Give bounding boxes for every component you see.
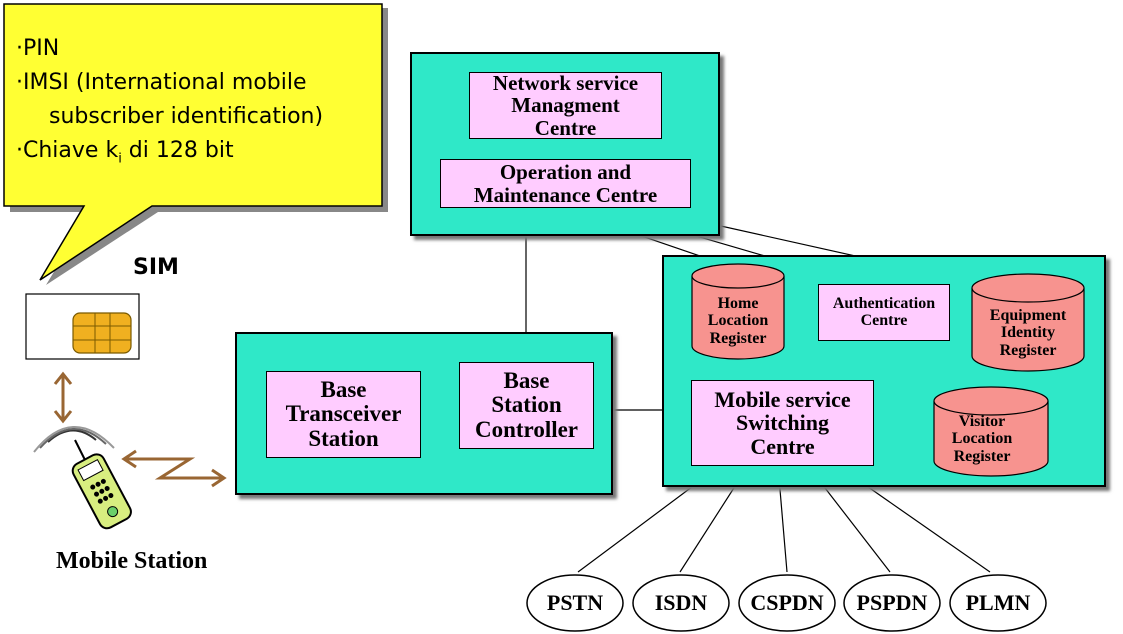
omc-line1: Operation and: [499, 160, 632, 185]
eir-line1: Equipment: [989, 307, 1067, 324]
nms-line1: Network service: [492, 71, 639, 96]
visitor-location-register: Visitor Location Register: [932, 413, 1032, 465]
sim-label: SIM: [133, 255, 179, 280]
callout-line-imsi-cont: subscriber identification): [49, 104, 324, 130]
nms-line3: Centre: [534, 115, 597, 140]
network-plmn: PLMN: [965, 590, 1031, 615]
auc-line2: Centre: [860, 311, 908, 329]
msc-line1: Mobile service: [714, 387, 851, 413]
nms-line2: Managment: [511, 93, 620, 118]
mobile-station-label: Mobile Station: [56, 548, 208, 574]
callout-key-rest: di 128 bit: [121, 138, 234, 164]
home-location-register-cylinder: [691, 263, 785, 360]
callout-key-subscript: i: [118, 151, 122, 167]
hlr-line3: Register: [709, 329, 767, 347]
bts-line2: Transceiver: [285, 401, 402, 427]
sim-chip-icon: [72, 312, 132, 354]
bsc-line3: Controller: [474, 416, 579, 442]
mobile-phone-icon: [33, 426, 132, 530]
eir-line2: Identity: [1000, 324, 1056, 342]
sim-phone-arrow-icon: [53, 371, 73, 424]
network-ellipse-isdn: [632, 574, 730, 632]
vlr-line2: Location: [951, 430, 1013, 448]
equipment-identity-register-cylinder: [971, 273, 1085, 372]
callout-bubble: [3, 3, 383, 281]
home-location-register: Home Location Register: [690, 295, 786, 347]
msc-line3: Centre: [750, 433, 815, 459]
network-isdn: ISDN: [654, 590, 708, 615]
hlr-line1: Home: [717, 295, 759, 312]
radio-link-arrow-icon: [121, 449, 227, 488]
hlr-line2: Location: [707, 312, 769, 330]
eir-line3: Register: [999, 341, 1057, 359]
bsc-line2: Station: [491, 392, 562, 418]
network-ellipse-cspdn: [738, 574, 836, 632]
network-pspdn: PSPDN: [856, 590, 928, 615]
vlr-line3: Register: [953, 447, 1011, 465]
network-ellipse-plmn: [949, 574, 1047, 632]
network-pstn: PSTN: [546, 590, 604, 615]
callout-line-key: ·Chiave ki di 128 bit: [16, 134, 376, 170]
msc-line2: Switching: [736, 410, 829, 436]
bts-line3: Station: [308, 425, 379, 451]
auc-line1: Authentication: [832, 294, 936, 312]
callout-line-pin: ·PIN: [16, 36, 60, 61]
network-cspdn: CSPDN: [750, 590, 824, 615]
sim-info-callout: ·PIN ·IMSI (International mobile subscri…: [16, 32, 376, 170]
visitor-location-register-cylinder: [933, 386, 1049, 477]
network-ellipse-pstn: [526, 574, 624, 632]
network-ellipse-pspdn: [843, 574, 941, 632]
bts-line1: Base: [320, 377, 367, 403]
vlr-line1: Visitor: [958, 413, 1006, 430]
bsc-line1: Base: [503, 368, 550, 394]
equipment-identity-register: Equipment Identity Register: [970, 307, 1086, 359]
callout-key-text: ·Chiave k: [16, 138, 119, 164]
callout-line-imsi: ·IMSI (International mobile: [16, 70, 307, 96]
omc-line2: Maintenance Centre: [473, 182, 658, 207]
